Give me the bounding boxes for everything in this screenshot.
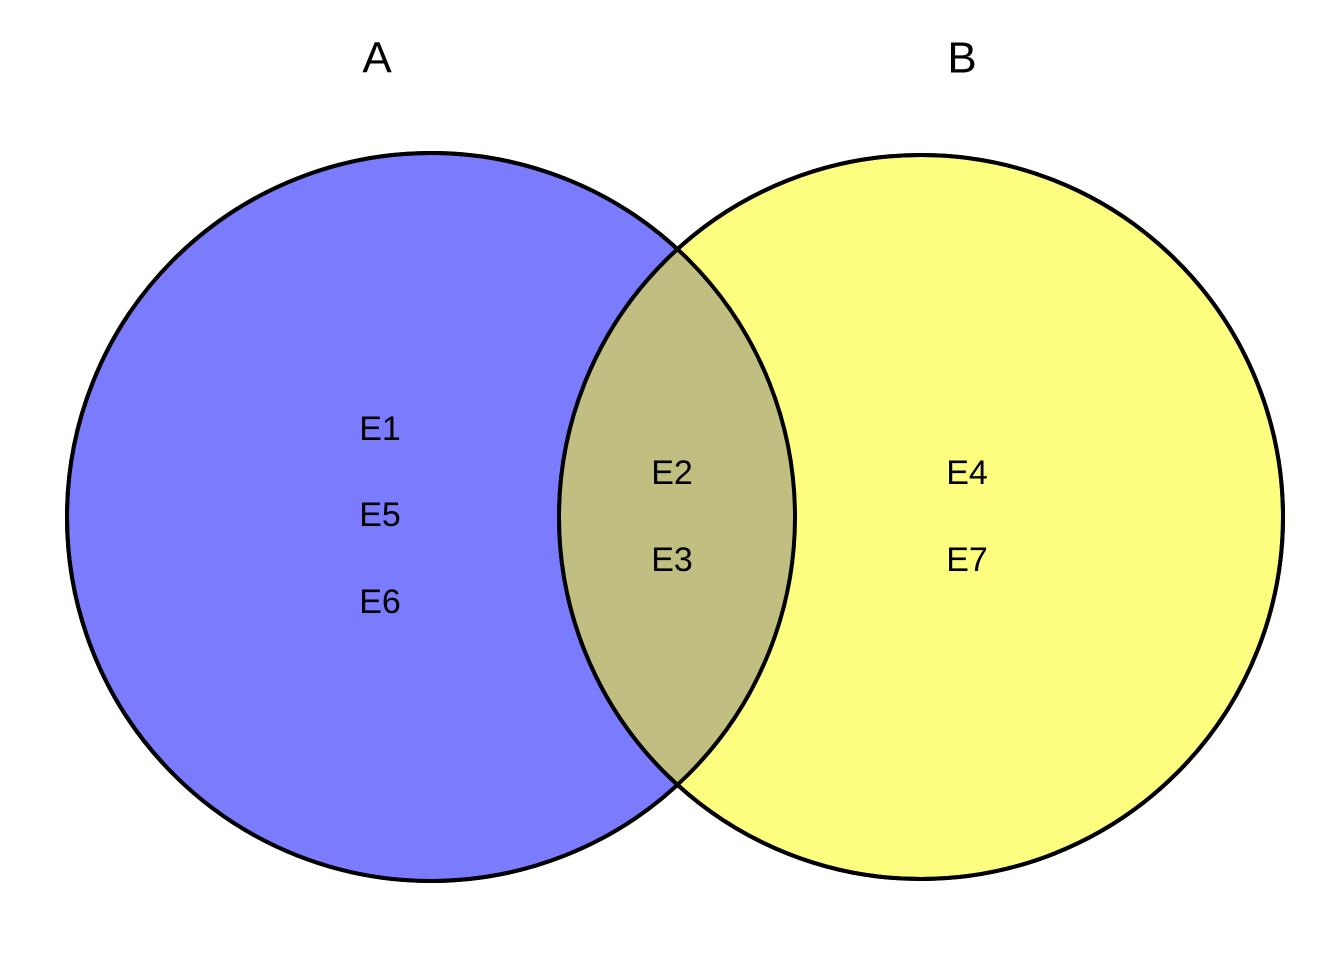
set-b-outline <box>557 153 1285 881</box>
element-label-e6: E6 <box>359 583 401 621</box>
element-label-e7: E7 <box>946 541 988 579</box>
element-label-e5: E5 <box>359 496 401 534</box>
element-label-e1: E1 <box>359 410 401 448</box>
element-label-e2: E2 <box>651 454 693 492</box>
set-a-outline <box>65 151 797 883</box>
element-label-e4: E4 <box>946 454 988 492</box>
set-a-title: A <box>362 34 392 83</box>
set-b-title: B <box>947 34 976 83</box>
element-label-e3: E3 <box>651 541 693 579</box>
intersection-region[interactable] <box>559 155 1283 879</box>
